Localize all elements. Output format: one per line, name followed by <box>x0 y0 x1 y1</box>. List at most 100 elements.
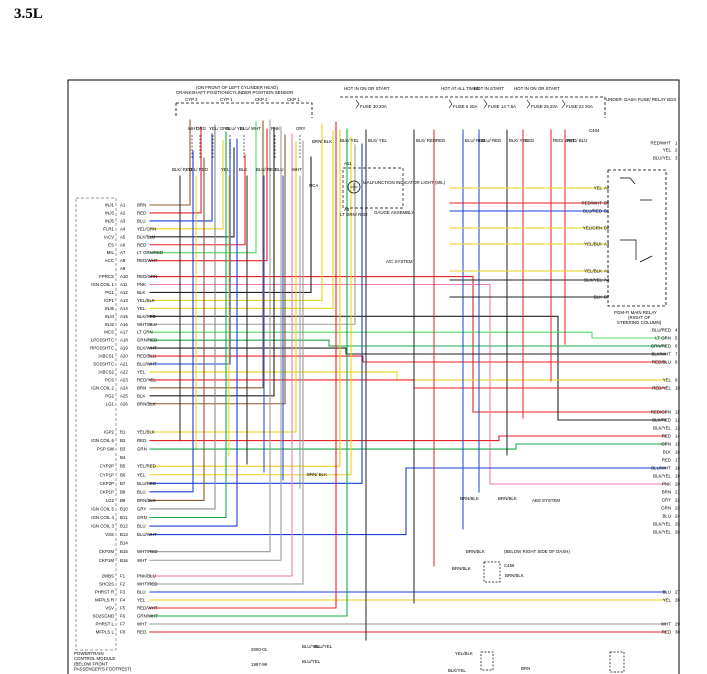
abs-wire-right: BRN/BLK <box>498 496 517 501</box>
hot-label-2: HOT IN START <box>474 86 504 91</box>
wire-a22 <box>149 371 667 381</box>
relay-wire-0: YEL <box>594 186 603 191</box>
pcm-wire-f8: RED <box>137 630 146 635</box>
pcm-pin-a3: A3 <box>120 218 126 223</box>
c456-label: C456 <box>504 563 515 568</box>
fuse-wire-2: RED <box>436 138 445 143</box>
wire-a23 <box>149 379 667 389</box>
right-wire-21: BRN <box>662 490 671 495</box>
pcm-signal-f1: 2WBS <box>102 574 115 579</box>
right-num-23: 23 <box>675 506 680 511</box>
wire-f5 <box>149 121 337 609</box>
pcm-pin-a19: A19 <box>120 346 128 351</box>
crank-sensor-title: CRANKSHAFT POSITION/CYLINDER POSITION SE… <box>176 90 293 95</box>
wire-b13 <box>149 467 667 536</box>
pcm-signal-b11: IGN COIL 4 <box>91 515 114 520</box>
crank-top-0: WHT <box>188 126 198 131</box>
pcm-wire-b11: GRN <box>137 515 147 520</box>
pcm-signal-b9: LG2 <box>106 498 115 503</box>
crank-top-6: GRY <box>296 126 306 131</box>
fuse-box-outline <box>340 96 606 118</box>
pcm-wire-a11: PNK <box>137 282 146 287</box>
pcm-pin-a4: A4 <box>120 226 126 231</box>
pcm-pin-b9: B9 <box>120 498 126 503</box>
relay-switch-icon <box>620 177 653 263</box>
pcm-signal-b6: CYP1P <box>100 472 114 477</box>
pcm-signal-b1: IGP2 <box>104 430 115 435</box>
right-num-30: 30 <box>675 630 680 635</box>
bottom-connector-right <box>609 651 625 673</box>
pcm-wire-a2: RED <box>137 210 146 215</box>
mil-a11: A11 <box>344 161 352 166</box>
pcm-pin-b12: B12 <box>120 524 128 529</box>
wire-b8 <box>149 150 194 493</box>
pcm-signal-a22: IABCS2 <box>98 369 114 374</box>
relay-wire-4: YEL/BLK <box>584 242 602 247</box>
right-wire-5: LT GRN <box>655 336 671 341</box>
crank-bottom-2: YEL <box>221 167 230 172</box>
pcm-pin-a15: A15 <box>120 314 128 319</box>
nca-label: NCA <box>309 183 318 188</box>
right-num-25: 25 <box>675 522 680 527</box>
pcm-pin-b8: B8 <box>120 489 126 494</box>
pcm-wire-a23: RED/YEL <box>137 377 156 382</box>
pcm-wire-a13: YEL/BLK <box>137 298 155 303</box>
fuse-1: FUSE 6 20A <box>453 104 477 109</box>
right-wire-22: GRY <box>662 498 672 503</box>
crank-bottom-4: BLU/ RED <box>256 167 276 172</box>
right-num-5: 5 <box>675 336 678 341</box>
pcm-wire-b3: GRN <box>137 447 147 452</box>
crank-top-2: YEL/ GRN <box>209 126 230 131</box>
right-num-28: 28 <box>675 598 680 603</box>
pcm-wire-b8: BLU <box>137 489 146 494</box>
blk-yel-bottom: BLK/YEL <box>448 668 466 673</box>
wire-a26 <box>149 134 286 405</box>
pcm-wire-b2: RED <box>137 438 146 443</box>
pcm-pin-f7: F7 <box>120 622 126 627</box>
pcm-pin-a23: A23 <box>120 377 128 382</box>
pcm-signal-a24: IGN COIL 2 <box>91 385 114 390</box>
pcm-wire-b15: WHT/RED <box>137 549 158 554</box>
pcm-signal-f3: PHRST R <box>95 590 114 595</box>
pcm-pin-a24: A24 <box>120 385 128 390</box>
wire-a17 <box>149 331 667 339</box>
right-wire-12: BLK/RED <box>652 418 671 423</box>
wire-a13 <box>149 123 323 301</box>
pcm-pin-f3: F3 <box>120 590 126 595</box>
pcm-pin-a7: A7 <box>120 250 126 255</box>
right-wire-17: RED <box>662 458 671 463</box>
pcm-pin-f6: F6 <box>120 614 126 619</box>
right-num-20: 20 <box>675 482 680 487</box>
wire-a14 <box>149 130 334 309</box>
relay-caption-2: (RIGHT OF <box>628 315 651 320</box>
relay-pin-a3: A3 <box>604 242 610 247</box>
brn-blk-label: BRN/ BLK <box>312 139 332 144</box>
pcm-pin-b16: B16 <box>120 558 128 563</box>
pcm-wire-f5: RED/WHT <box>137 606 158 611</box>
pcm-signal-a2: INJ3 <box>105 210 115 215</box>
wire-b12 <box>149 138 238 527</box>
right-wire-10: RED/YEL <box>652 386 671 391</box>
crank-top-4: BLU/ WHT <box>240 126 261 131</box>
wire-f6 <box>149 128 348 617</box>
pcm-pin-b7: B7 <box>120 481 126 486</box>
pcm-signal-a3: INJ5 <box>105 218 115 223</box>
relay-pin-b5: B5 <box>604 201 610 206</box>
pcm-pin-b4: B4 <box>120 455 126 460</box>
gauge-label: GAUGE ASSEMBLY <box>374 210 414 215</box>
pcm-outline <box>75 197 117 651</box>
mil-label: MALFUNCTION INDICATOR LIGHT (MIL) <box>363 180 446 185</box>
label-ckp2: CKP 2 <box>255 97 268 102</box>
pcm-pin-a20: A20 <box>120 354 128 359</box>
right-wire-9: YEL <box>663 378 672 383</box>
pcm-pin-b5: B5 <box>120 464 126 469</box>
pcm-signal-a12: PG1 <box>105 290 114 295</box>
right-wire-19: BLK/YEL <box>653 474 671 479</box>
fuse-box-label: UNDER- DASH FUSE/ RELAY BOX <box>606 97 676 102</box>
pcm-signal-b5: CYP2P <box>100 464 114 469</box>
brn-bottom: BRN <box>521 666 530 671</box>
c456-top-wire: BRN/BLK <box>466 549 485 554</box>
c456-connector <box>483 561 501 583</box>
pcm-wire-a26: BRN/BLK <box>137 401 156 406</box>
